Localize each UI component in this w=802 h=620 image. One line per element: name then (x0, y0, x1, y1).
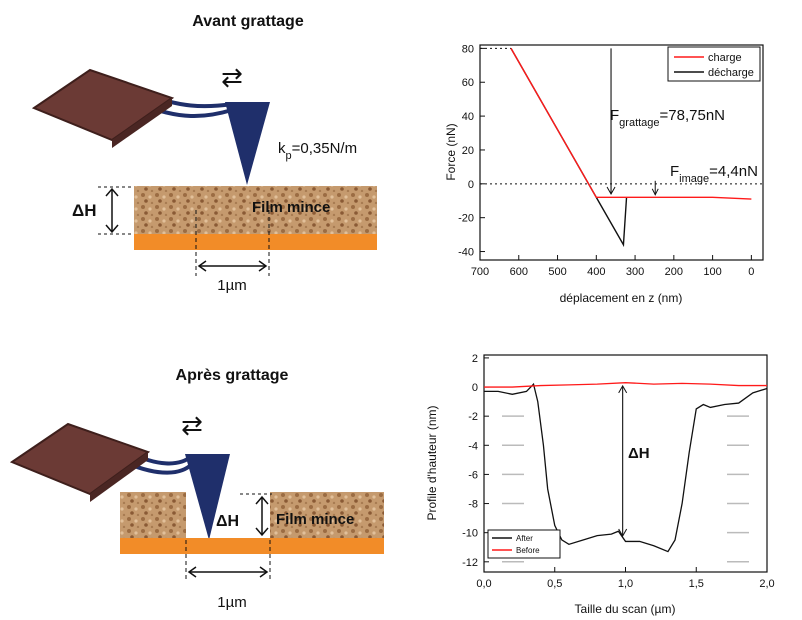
scale-label: 1µm (217, 277, 246, 294)
x-tick-label: 0 (748, 266, 754, 278)
schematic-before: Avant grattage ⇄ kp=0,35N/m Film mince Δ… (31, 13, 377, 294)
x-tick-label: 1,0 (618, 578, 633, 590)
series-after-line (484, 382, 768, 553)
x-tick-label: 2,0 (759, 578, 774, 590)
delta-h-annotation: ΔH (628, 445, 650, 462)
film-label: Film mince (276, 511, 354, 528)
cantilever-chip (31, 68, 175, 142)
thin-film-right (270, 492, 384, 538)
f-grattage-annotation: Fgrattage=78,75nN (610, 107, 725, 129)
y-tick-label: -6 (468, 469, 478, 481)
x-axis-label: Taille du scan (µm) (575, 602, 676, 616)
legend: charge décharge (667, 46, 761, 82)
substrate (120, 538, 384, 554)
delta-h-label: ΔH (216, 513, 239, 530)
stiffness-label: kp=0,35N/m (278, 140, 357, 162)
cantilever-chip-side (112, 98, 172, 148)
afm-tip (185, 454, 230, 540)
schematic-before-title: Avant grattage (192, 13, 304, 30)
scale-label: 1µm (217, 594, 246, 611)
f-image-annotation: Fimage=4,4nN (670, 163, 758, 185)
y-tick-label: 0 (472, 382, 478, 394)
scan-direction-icon: ⇄ (221, 62, 243, 92)
schematic-after: Après grattage ⇄ Film mince ΔH 1µm (9, 367, 384, 611)
y-tick-label: 0 (468, 179, 474, 191)
y-tick-label: -2 (468, 411, 478, 423)
y-tick-label: -40 (458, 247, 474, 259)
y-tick-label: 80 (462, 43, 474, 55)
x-tick-label: 200 (665, 266, 683, 278)
x-tick-label: 0,0 (476, 578, 491, 590)
schematic-after-title: Après grattage (176, 367, 289, 384)
plot-frame (479, 44, 764, 261)
y-tick-label: -10 (462, 528, 478, 540)
legend-label: After (516, 534, 533, 543)
series-before-line (484, 382, 767, 388)
x-tick-label: 400 (587, 266, 605, 278)
height-profile-chart: 0,0 0,5 1,0 1,5 2,0 2 0 -2 -4 -6 -8 -10 -12 Taille d… (425, 353, 775, 616)
thin-film (134, 186, 377, 234)
legend-label: décharge (708, 67, 754, 79)
x-tick-label: 0,5 (547, 578, 562, 590)
cantilever-chip (9, 422, 151, 496)
x-tick-label: 500 (548, 266, 566, 278)
legend-box (667, 46, 761, 82)
legend-label: Before (516, 546, 540, 555)
legend: After Before (487, 529, 561, 559)
y-tick-label: 20 (462, 145, 474, 157)
x-tick-label: 600 (510, 266, 528, 278)
y-tick-label: -8 (468, 499, 478, 511)
afm-tip (225, 102, 270, 185)
substrate (134, 234, 377, 250)
y-tick-label: 40 (462, 111, 474, 123)
y-tick-label: -20 (458, 213, 474, 225)
scan-direction-icon: ⇄ (181, 410, 203, 440)
x-tick-label: 100 (703, 266, 721, 278)
y-tick-label: -12 (462, 557, 478, 569)
film-label: Film mince (252, 199, 330, 216)
y-axis-label: Force (nN) (444, 123, 458, 180)
legend-label: charge (708, 52, 742, 64)
x-tick-label: 1,5 (689, 578, 704, 590)
y-tick-label: 60 (462, 77, 474, 89)
series-charge-line (510, 48, 752, 200)
thin-film-left (120, 492, 186, 538)
y-tick-label: 2 (472, 353, 478, 365)
y-axis-label: Profile d'hauteur (nm) (425, 405, 439, 520)
legend-box (487, 529, 561, 559)
x-axis-label: déplacement en z (nm) (560, 291, 683, 305)
x-tick-label: 700 (471, 266, 489, 278)
y-tick-label: -4 (468, 440, 478, 452)
x-tick-label: 300 (626, 266, 644, 278)
delta-h-label: ΔH (72, 201, 97, 220)
